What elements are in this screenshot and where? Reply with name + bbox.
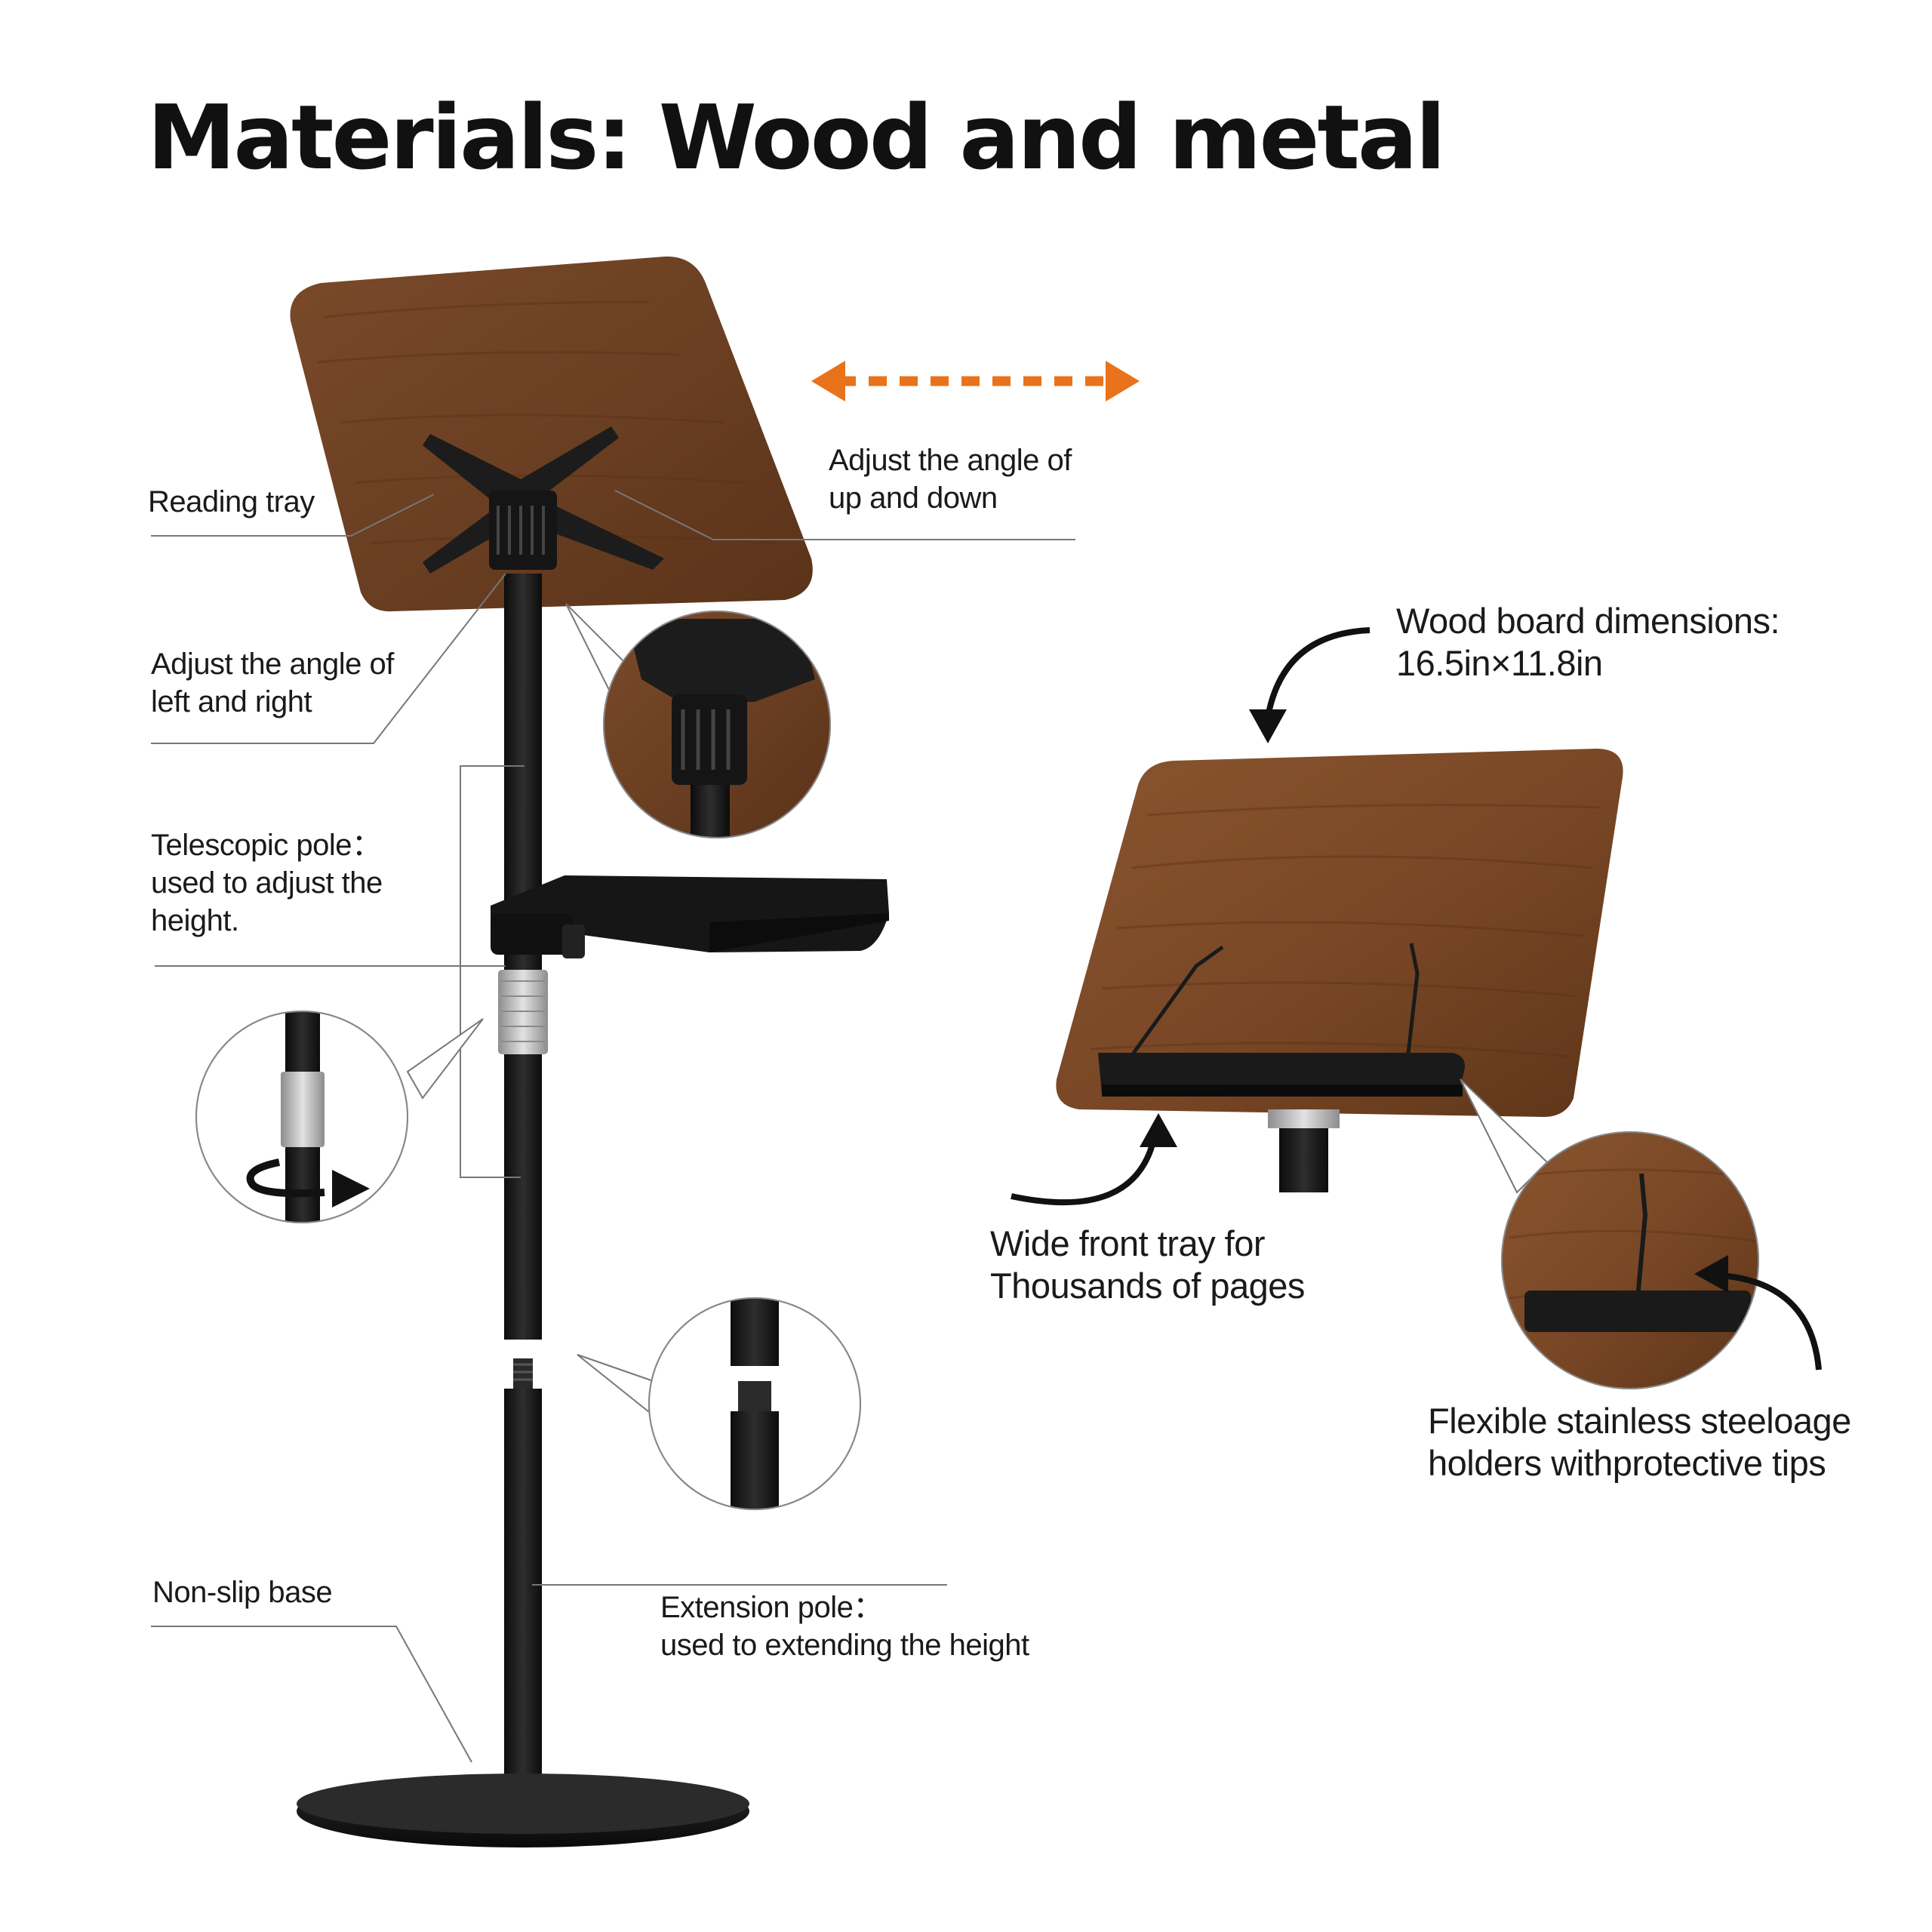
extension-pole	[504, 1358, 542, 1792]
rotate-arrow-icon	[332, 1170, 370, 1208]
label-front-tray: Wide front tray for Thousands of pages	[990, 1223, 1305, 1306]
arrow-to-holder-icon	[1720, 1272, 1822, 1371]
vesa-mount-bracket	[423, 426, 664, 574]
label-telescopic-pole: Telescopic pole： used to adjust the heig…	[151, 829, 383, 937]
page-title: Materials: Wood and metal	[147, 85, 1446, 189]
arrowhead-icon	[1249, 709, 1287, 743]
non-slip-base	[297, 1774, 749, 1847]
side-shelf	[491, 875, 889, 958]
curved-arrows	[1011, 627, 1822, 1371]
wood-board-front-view	[1056, 749, 1623, 1117]
arrowhead-icon	[1694, 1255, 1728, 1293]
label-extension-pole: Extension pole： used to extending the he…	[660, 1591, 1029, 1662]
height-lock-collar	[498, 970, 548, 1054]
zoom-circle-pole-joint	[577, 1297, 861, 1510]
angle-adjust-arrow	[811, 361, 1140, 401]
front-page-tray	[1098, 1053, 1465, 1097]
reading-tray-board	[290, 256, 813, 612]
callout-leader-lines	[151, 490, 1075, 1763]
arrowhead-icon	[1140, 1113, 1177, 1147]
label-board-dimensions: Wood board dimensions: 16.5in×11.8in	[1396, 601, 1780, 683]
page-holder-wires	[1126, 943, 1420, 1062]
arrow-to-tray-icon	[1011, 1135, 1158, 1206]
front-view-pole	[1268, 1109, 1340, 1192]
label-page-holders: Flexible stainless steeloage holders wit…	[1428, 1401, 1851, 1483]
label-reading-tray: Reading tray	[148, 485, 315, 518]
arrow-to-board-icon	[1265, 627, 1371, 718]
zoom-circle-lock-collar	[195, 1011, 484, 1223]
label-angle-up-down: Adjust the angle of up and down	[829, 444, 1072, 515]
zoom-circle-holder-tip	[1460, 1078, 1759, 1389]
label-non-slip-base: Non-slip base	[152, 1576, 333, 1609]
telescopic-pole	[504, 574, 542, 1340]
zoom-circle-angle-joint	[565, 603, 831, 838]
label-angle-left-right: Adjust the angle of left and right	[151, 648, 394, 718]
